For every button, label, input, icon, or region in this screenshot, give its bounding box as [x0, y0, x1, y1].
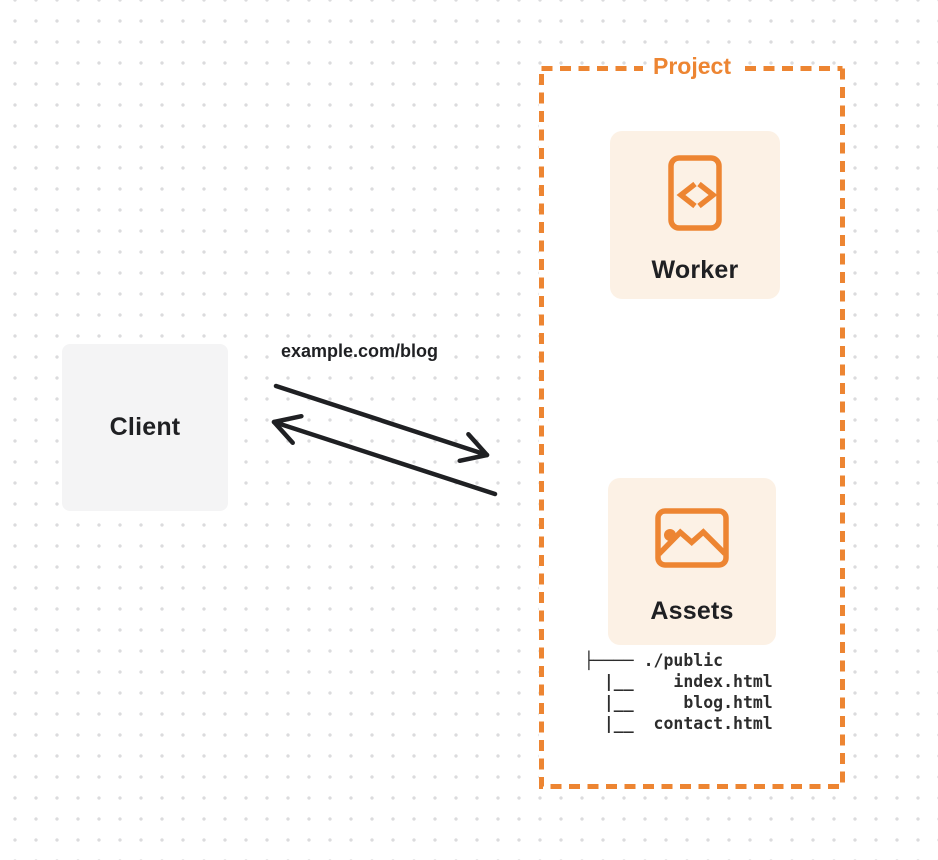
- file-tree-line: |__ blog.html: [584, 693, 773, 712]
- project-dashed-border: [539, 66, 845, 789]
- assets-node: Assets: [608, 478, 776, 645]
- project-label: Project: [653, 53, 731, 79]
- request-arrow: [273, 383, 490, 464]
- response-arrow: [271, 413, 498, 497]
- image-icon: [655, 508, 729, 573]
- file-tree-line: ├──── ./public: [584, 651, 724, 670]
- assets-label: Assets: [650, 597, 734, 625]
- assets-file-tree: ├──── ./public |__ index.html |__ blog.h…: [584, 650, 773, 734]
- worker-node: Worker: [610, 131, 780, 299]
- project-container: Project Worker Assets: [539, 53, 845, 789]
- request-url-label: example.com/blog: [281, 341, 439, 361]
- code-file-icon: [668, 155, 722, 236]
- client-label: Client: [109, 413, 181, 441]
- client-node: Client: [62, 344, 228, 511]
- worker-label: Worker: [651, 256, 739, 284]
- file-tree-line: |__ contact.html: [584, 714, 773, 733]
- file-tree-line: |__ index.html: [584, 672, 773, 691]
